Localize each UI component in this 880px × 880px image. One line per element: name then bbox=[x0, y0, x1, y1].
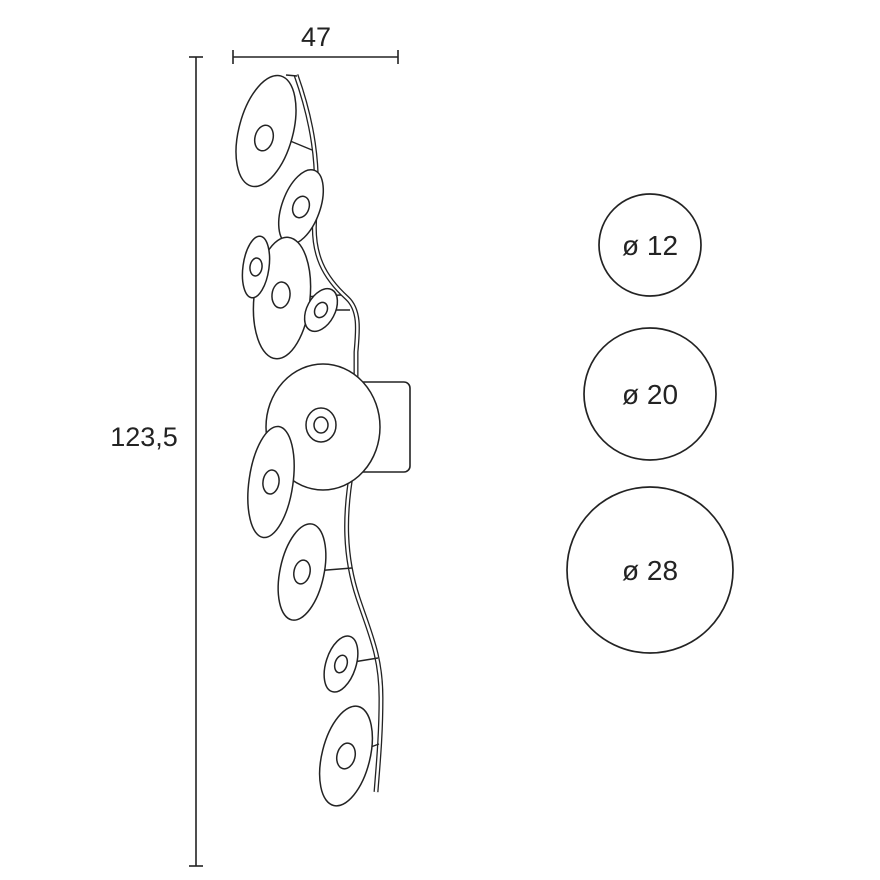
size-circle-12 bbox=[598, 193, 702, 297]
disc-hub bbox=[333, 654, 349, 674]
width-dimension-label: 47 bbox=[301, 22, 331, 52]
size-label-28: ø 28 bbox=[622, 555, 678, 586]
size-label-12: ø 12 bbox=[622, 230, 678, 261]
size-circle-20 bbox=[583, 327, 717, 461]
size-circle-28 bbox=[566, 486, 734, 654]
height-dimension-label: 123,5 bbox=[110, 422, 178, 452]
width-dimension-line bbox=[232, 50, 399, 64]
disc-hub bbox=[313, 301, 329, 319]
lamp-discs bbox=[235, 74, 381, 807]
disc-hub bbox=[291, 195, 311, 219]
size-label-20: ø 20 bbox=[622, 379, 678, 410]
disc-hub bbox=[271, 281, 291, 309]
disc-hub-inner bbox=[313, 416, 329, 434]
lamp-stem bbox=[285, 74, 384, 793]
disc-hub bbox=[293, 559, 311, 585]
labels: 47 123,5 ø 12 ø 20 ø 28 bbox=[110, 22, 678, 586]
size-circles bbox=[566, 193, 734, 654]
disc-hub bbox=[262, 469, 280, 495]
linework bbox=[189, 50, 734, 867]
stem-top-bracket bbox=[285, 74, 298, 77]
height-dimension-line bbox=[189, 56, 203, 867]
disc-hub bbox=[249, 257, 263, 277]
disc-hub bbox=[253, 124, 275, 152]
disc-hub bbox=[335, 742, 357, 770]
